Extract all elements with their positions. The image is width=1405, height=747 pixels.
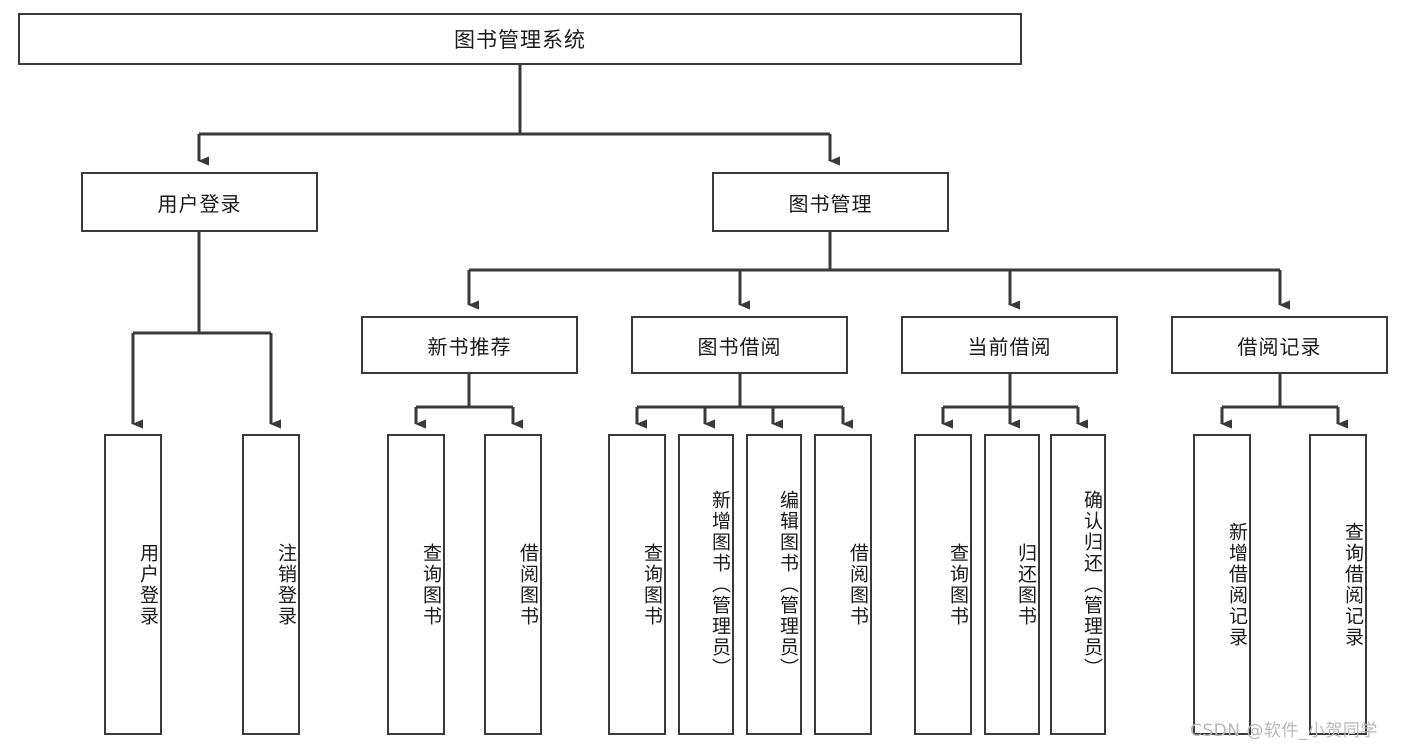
leaf-user-login-login[interactable]: 用户登录 [104,434,162,735]
node-label: 查询借阅记录 [1342,521,1364,648]
node-current-borrow[interactable]: 当前借阅 [901,316,1118,374]
node-label: 归还图书 [1015,542,1037,627]
node-label: 编辑图书（管理员） [777,490,799,679]
node-label: 新增图书（管理员） [709,490,731,679]
leaf-record-query-record[interactable]: 查询借阅记录 [1309,434,1367,735]
node-borrow-record[interactable]: 借阅记录 [1171,316,1388,374]
node-book-borrow[interactable]: 图书借阅 [631,316,848,374]
leaf-recommend-borrow-book[interactable]: 借阅图书 [484,434,542,735]
watermark-text: CSDN @软件_小贺同学 [1190,721,1378,741]
node-label: 借阅图书 [847,542,869,627]
leaf-record-add-record[interactable]: 新增借阅记录 [1193,434,1251,735]
leaf-borrow-query-book[interactable]: 查询图书 [608,434,666,735]
node-label: 借阅记录 [1237,334,1322,359]
node-label: 查询图书 [420,542,442,627]
node-label: 图书借阅 [697,334,782,359]
node-label: 用户登录 [137,542,159,627]
node-new-book-recommend[interactable]: 新书推荐 [361,316,578,374]
node-label: 当前借阅 [967,334,1052,359]
leaf-borrow-add-book-admin[interactable]: 新增图书（管理员） [678,434,734,735]
leaf-borrow-borrow-book[interactable]: 借阅图书 [814,434,872,735]
node-user-login[interactable]: 用户登录 [81,172,318,232]
node-label: 新书推荐 [427,334,512,359]
leaf-recommend-query-book[interactable]: 查询图书 [387,434,445,735]
leaf-current-query-book[interactable]: 查询图书 [914,434,972,735]
node-label: 查询图书 [947,542,969,627]
node-book-management[interactable]: 图书管理 [712,172,949,232]
node-label: 注销登录 [275,542,297,627]
node-label: 借阅图书 [517,542,539,627]
node-label: 图书管理 [788,191,873,216]
node-label: 新增借阅记录 [1226,521,1248,648]
node-label: 图书管理系统 [454,28,586,52]
node-label: 用户登录 [157,191,242,216]
node-root-system[interactable]: 图书管理系统 [18,13,1022,65]
leaf-current-confirm-return-admin[interactable]: 确认归还（管理员） [1050,434,1106,735]
leaf-borrow-edit-book-admin[interactable]: 编辑图书（管理员） [746,434,802,735]
node-label: 确认归还（管理员） [1081,490,1103,679]
leaf-current-return-book[interactable]: 归还图书 [984,434,1040,735]
node-label: 查询图书 [641,542,663,627]
leaf-user-login-logout[interactable]: 注销登录 [242,434,300,735]
